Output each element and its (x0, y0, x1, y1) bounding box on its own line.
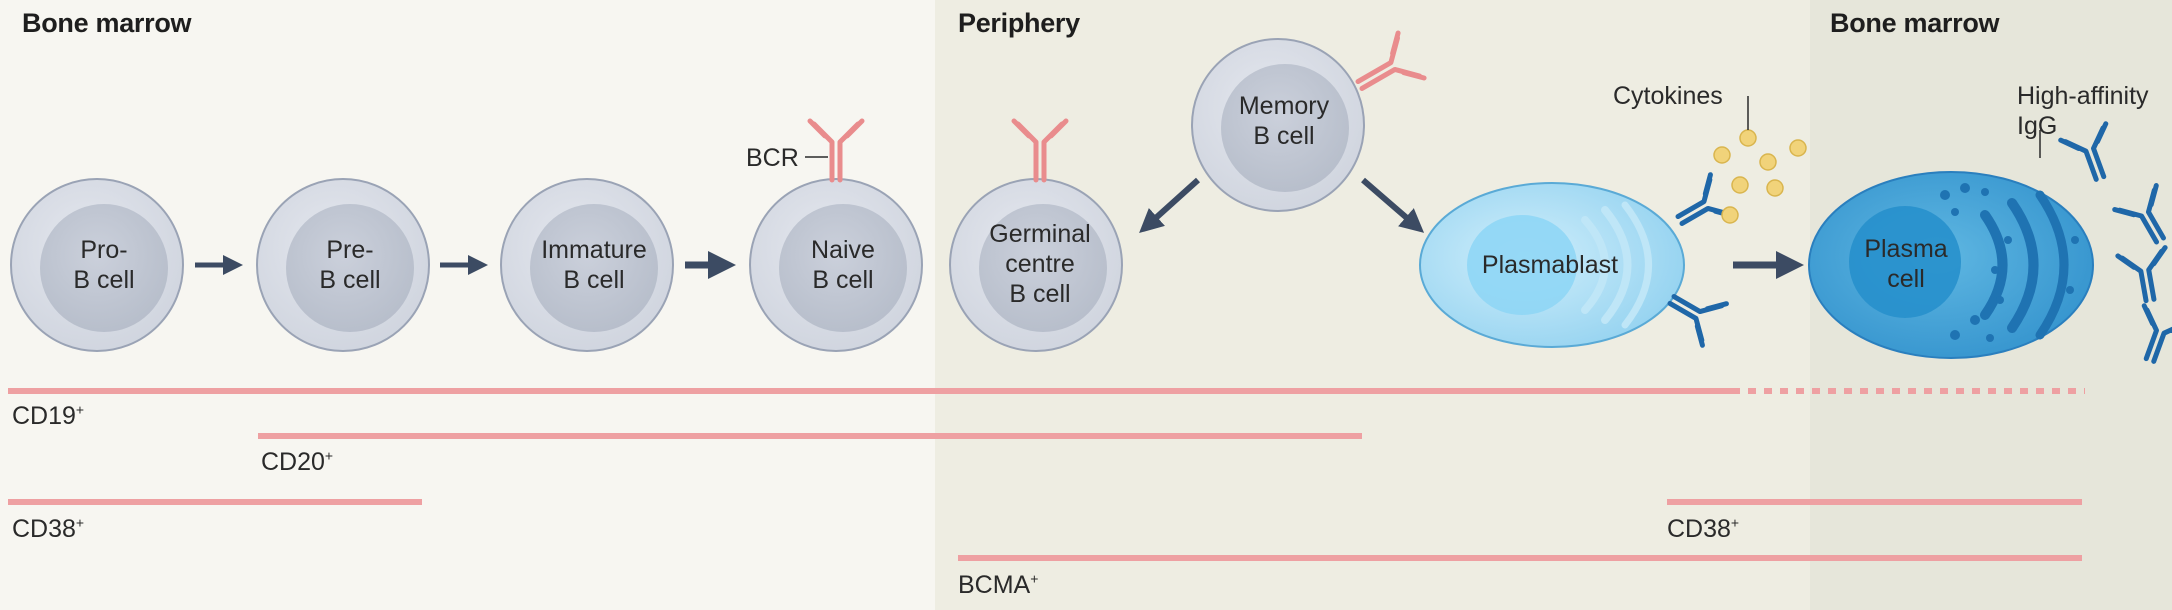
region-title-periphery: Periphery (958, 8, 1080, 38)
region-title-bone-marrow: Bone marrow (22, 8, 192, 38)
marker-label-cd20: CD20+ (261, 447, 334, 476)
memory-b-cell (1191, 38, 1365, 212)
immature-b-cell (500, 178, 674, 352)
marker-label-cd38: CD38+ (1667, 514, 1740, 543)
naive-b-cell (749, 178, 923, 352)
igg-antibody-icon (2118, 248, 2172, 305)
marker-label-cd38: CD38+ (12, 514, 85, 543)
igg-antibody-icon (2127, 306, 2172, 368)
plasma-cell (1808, 171, 2094, 359)
igg-antibody-icon (1668, 175, 1734, 241)
cell-label-pre-b: Pre-B cell (319, 236, 381, 294)
pro-b-cell (10, 178, 184, 352)
bcr-label: BCR (746, 144, 799, 172)
marker-label-bcma: BCMA+ (958, 570, 1039, 599)
bcr-antibody-icon (1014, 121, 1066, 180)
arrow-icon (1139, 177, 1201, 234)
cytokines-label: Cytokines (1613, 82, 1723, 110)
cell-label-plasmablast: Plasmablast (1481, 251, 1619, 279)
plasmablast-cell (1419, 182, 1685, 348)
region-title-bone-marrow: Bone marrow (1830, 8, 2000, 38)
cytokine-particles (1713, 129, 1807, 224)
pre-b-cell (256, 178, 430, 352)
bcr-antibody-icon (810, 121, 862, 180)
cell-label-pro-b: Pro-B cell (73, 236, 135, 294)
marker-label-cd19: CD19+ (12, 401, 85, 430)
igg-antibody-icon (2115, 186, 2172, 252)
arrow-icon (1361, 177, 1425, 233)
high-affinity-igg-label: High-affinity IgG (2017, 82, 2149, 140)
germinal-centre-b-cell (949, 178, 1123, 352)
